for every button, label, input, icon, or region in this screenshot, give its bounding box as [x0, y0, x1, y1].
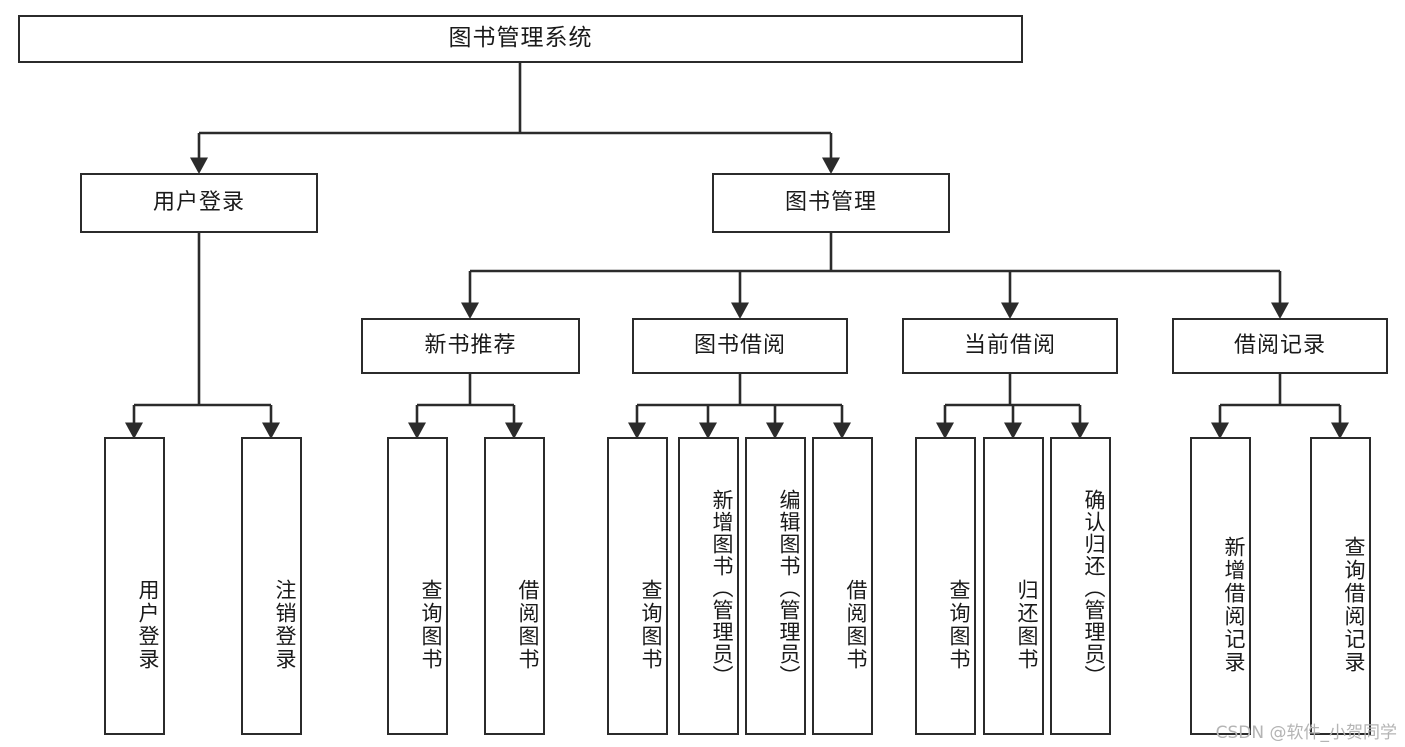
node-leaf-query-book-borrow[interactable]: 查询图书 — [607, 437, 668, 735]
node-leaf-add-book-admin[interactable]: 新增图书（管理员） — [678, 437, 739, 735]
node-leaf-logout[interactable]: 注销登录 — [241, 437, 302, 735]
node-leaf-return-book-label: 归还图书 — [1015, 579, 1039, 671]
node-leaf-query-book-rec[interactable]: 查询图书 — [387, 437, 448, 735]
node-root-label: 图书管理系统 — [448, 25, 593, 52]
node-leaf-query-borrow-record-label: 查询借阅记录 — [1342, 536, 1366, 674]
node-leaf-query-book-rec-label: 查询图书 — [419, 579, 443, 671]
node-book-borrow[interactable]: 图书借阅 — [632, 318, 848, 374]
node-leaf-edit-book-admin[interactable]: 编辑图书（管理员） — [745, 437, 806, 735]
node-leaf-query-book-borrow-label: 查询图书 — [639, 579, 663, 671]
node-borrow-record[interactable]: 借阅记录 — [1172, 318, 1388, 374]
node-new-book-rec-label: 新书推荐 — [424, 332, 517, 358]
node-leaf-query-borrow-record[interactable]: 查询借阅记录 — [1310, 437, 1371, 735]
node-leaf-borrow-book-label: 借阅图书 — [844, 579, 868, 671]
node-new-book-rec[interactable]: 新书推荐 — [361, 318, 580, 374]
node-user-login-label: 用户登录 — [152, 189, 245, 215]
node-leaf-user-login[interactable]: 用户登录 — [104, 437, 165, 735]
node-book-borrow-label: 图书借阅 — [693, 332, 786, 358]
node-leaf-borrow-book-rec-label: 借阅图书 — [516, 579, 540, 671]
node-leaf-confirm-return-admin[interactable]: 确认归还（管理员） — [1050, 437, 1111, 735]
node-leaf-add-borrow-record[interactable]: 新增借阅记录 — [1190, 437, 1251, 735]
node-leaf-query-book-cur-label: 查询图书 — [947, 579, 971, 671]
node-leaf-confirm-return-admin-label: 确认归还（管理员） — [1082, 489, 1106, 687]
node-leaf-logout-label: 注销登录 — [273, 579, 297, 671]
node-borrow-record-label: 借阅记录 — [1233, 332, 1326, 358]
node-leaf-edit-book-admin-label: 编辑图书（管理员） — [777, 489, 801, 687]
watermark: CSDN @软件_小贺同学 — [1215, 723, 1397, 743]
node-leaf-query-book-cur[interactable]: 查询图书 — [915, 437, 976, 735]
node-leaf-return-book[interactable]: 归还图书 — [983, 437, 1044, 735]
node-leaf-add-borrow-record-label: 新增借阅记录 — [1222, 536, 1246, 674]
node-book-manage-label: 图书管理 — [784, 189, 877, 215]
node-leaf-borrow-book-rec[interactable]: 借阅图书 — [484, 437, 545, 735]
node-user-login[interactable]: 用户登录 — [80, 173, 318, 233]
node-book-manage[interactable]: 图书管理 — [712, 173, 950, 233]
node-root[interactable]: 图书管理系统 — [18, 15, 1023, 63]
node-current-borrow[interactable]: 当前借阅 — [902, 318, 1118, 374]
node-leaf-user-login-label: 用户登录 — [136, 579, 160, 671]
node-leaf-borrow-book[interactable]: 借阅图书 — [812, 437, 873, 735]
node-current-borrow-label: 当前借阅 — [963, 332, 1056, 358]
node-leaf-add-book-admin-label: 新增图书（管理员） — [710, 489, 734, 687]
